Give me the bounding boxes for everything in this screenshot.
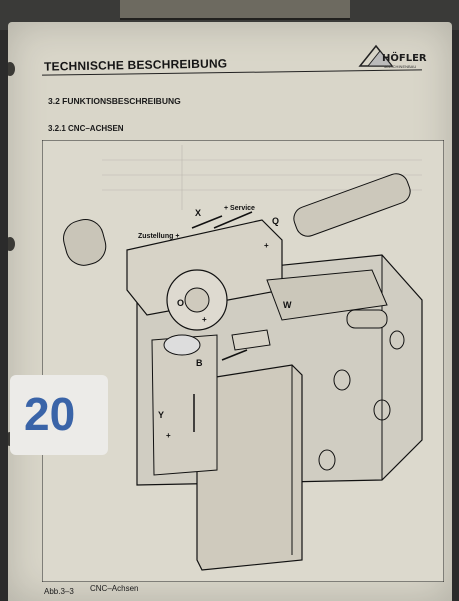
binder-edge <box>120 0 350 20</box>
subsection-title: 3.2.1 CNC–ACHSEN <box>48 124 124 133</box>
cnc-axes-figure: X + Service Zustellung + Q W O B Y + + + <box>42 140 444 582</box>
punch-hole <box>8 237 15 251</box>
page-header-title: TECHNISCHE BESCHREIBUNG <box>43 56 228 74</box>
label-plus: + <box>202 315 207 324</box>
label-zustellung: Zustellung + <box>138 233 179 240</box>
label-plus: + <box>264 241 269 250</box>
label-b-axis: B <box>196 358 203 368</box>
figure-caption-id: Abb.3–3 <box>44 587 74 596</box>
label-x-axis: X <box>195 208 201 218</box>
company-logo <box>358 44 394 67</box>
punch-hole <box>8 62 15 76</box>
section-title: 3.2 FUNKTIONSBESCHREIBUNG <box>48 96 181 106</box>
page-number: 20 <box>24 388 76 440</box>
label-service: + Service <box>224 205 255 212</box>
label-o-axis: O <box>177 298 184 308</box>
q-axis-spindle <box>293 173 411 237</box>
label-plus: + <box>166 431 171 440</box>
page-number-badge: 20 <box>10 375 108 455</box>
figure-caption-text: CNC–Achsen <box>90 584 139 593</box>
b-axis-column <box>151 334 218 476</box>
w-axis-table <box>266 269 388 321</box>
logo-subtext: MASCHINENBAU <box>384 64 417 69</box>
logo-text: HÖFLER <box>382 53 427 64</box>
spindle-motor <box>63 219 107 266</box>
label-w-axis: W <box>283 300 292 310</box>
document-page: TECHNISCHE BESCHREIBUNG HÖFLER MASCHINEN… <box>8 22 452 601</box>
label-y-axis: Y <box>158 410 164 420</box>
label-q-axis: Q <box>272 216 279 226</box>
